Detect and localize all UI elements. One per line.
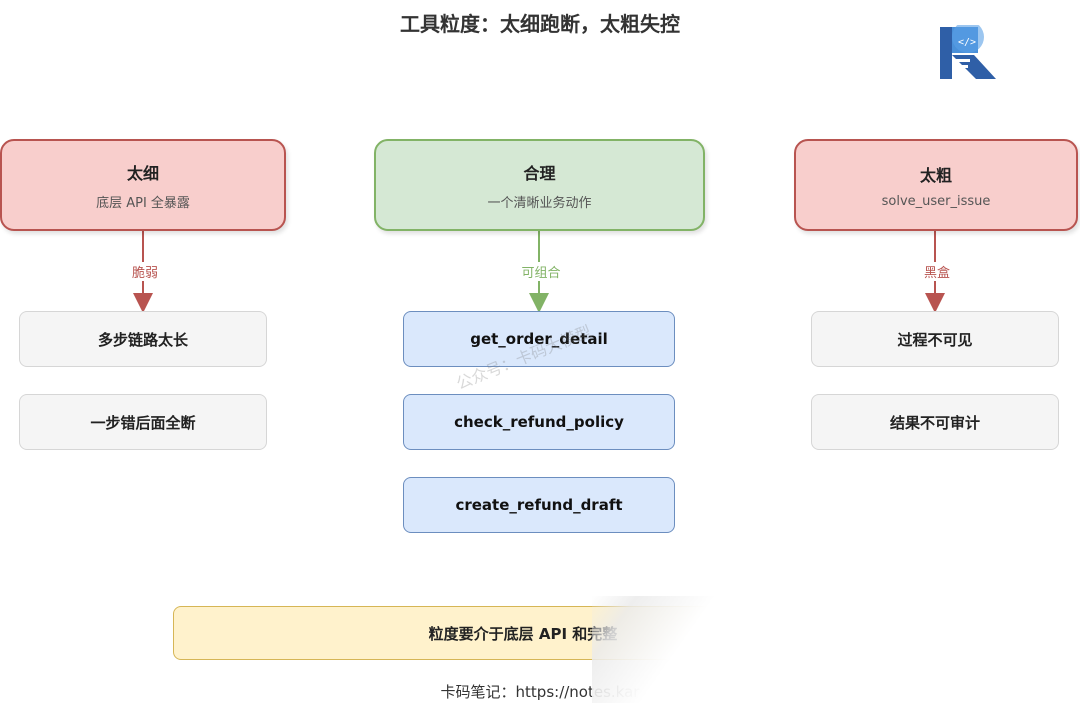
box-too-coarse-heading: 太粗: [919, 165, 952, 185]
box-too-fine-subtitle: 底层 API 全暴露: [96, 195, 190, 211]
box-reasonable-subtitle: 一个清晰业务动作: [487, 195, 592, 211]
page-fold-overlay: [592, 596, 1080, 703]
box-reasonable-heading: 合理: [523, 163, 556, 183]
tool-create-refund-draft: create_refund_draft: [403, 477, 675, 533]
coarse-item-1: 过程不可见: [811, 311, 1059, 367]
box-too-fine-heading: 太细: [126, 163, 159, 183]
tool-check-refund-policy: check_refund_policy: [403, 394, 675, 450]
tool-get-order-detail: get_order_detail: [403, 311, 675, 367]
coarse-item-2: 结果不可审计: [811, 394, 1059, 450]
edge-label-composable: 可组合: [509, 262, 573, 281]
edge-label-fragile: 脆弱: [118, 262, 172, 281]
summary-text: 粒度要介于底层 API 和完整: [428, 624, 618, 643]
box-too-coarse-subtitle: solve_user_issue: [881, 193, 991, 209]
logo-code-text: </>: [958, 37, 976, 48]
fine-item-1: 多步链路太长: [19, 311, 267, 367]
box-too-fine: 太细 底层 API 全暴露: [0, 139, 286, 231]
page-title: 工具粒度：太细跑断，太粗失控: [400, 12, 680, 36]
edge-label-blackbox: 黑盒: [910, 262, 964, 281]
fine-item-2: 一步错后面全断: [19, 394, 267, 450]
box-too-coarse: 太粗 solve_user_issue: [794, 139, 1078, 231]
logo-icon: </>: [940, 25, 996, 79]
box-reasonable: 合理 一个清晰业务动作: [374, 139, 705, 231]
footer-text: 卡码笔记：https://notes.kar: [440, 683, 640, 701]
